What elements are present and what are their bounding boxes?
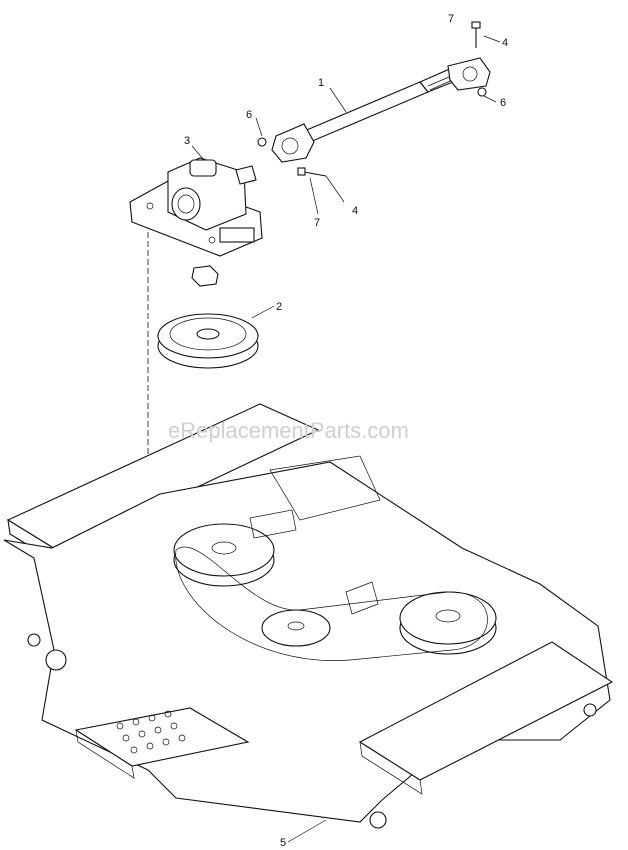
pulley-part[interactable] [157, 313, 259, 369]
bolt-part-7-top[interactable] [471, 21, 481, 48]
step-plate-holes [116, 710, 186, 754]
drive-shaft-part[interactable] [271, 57, 491, 163]
nut-part-6-top[interactable] [477, 87, 487, 97]
deck-pulley-left [173, 523, 275, 587]
gearbox-hub-nut[interactable] [191, 265, 219, 287]
callout-1: 1 [318, 77, 324, 89]
callout-5: 5 [280, 837, 286, 849]
watermark-text: eReplacementParts.com [168, 418, 409, 443]
gearbox-part[interactable] [129, 157, 263, 257]
callout-6-left: 6 [246, 109, 252, 121]
callout-3: 3 [184, 135, 190, 147]
deck-pulley-right [399, 591, 497, 655]
bolt-part-7-lower[interactable] [297, 167, 327, 177]
callout-7-top: 7 [448, 13, 454, 25]
callout-7-lower: 7 [314, 217, 320, 229]
nut-part-6-left[interactable] [257, 137, 267, 147]
drive-belt [175, 546, 488, 661]
mower-deck-part[interactable] [3, 403, 614, 829]
leader-lines [191, 35, 501, 843]
callout-4-top: 4 [502, 37, 508, 49]
callout-2: 2 [276, 301, 282, 313]
callout-6-right: 6 [500, 97, 506, 109]
idler-pulley [261, 609, 331, 647]
callout-4-lower: 4 [352, 205, 358, 217]
